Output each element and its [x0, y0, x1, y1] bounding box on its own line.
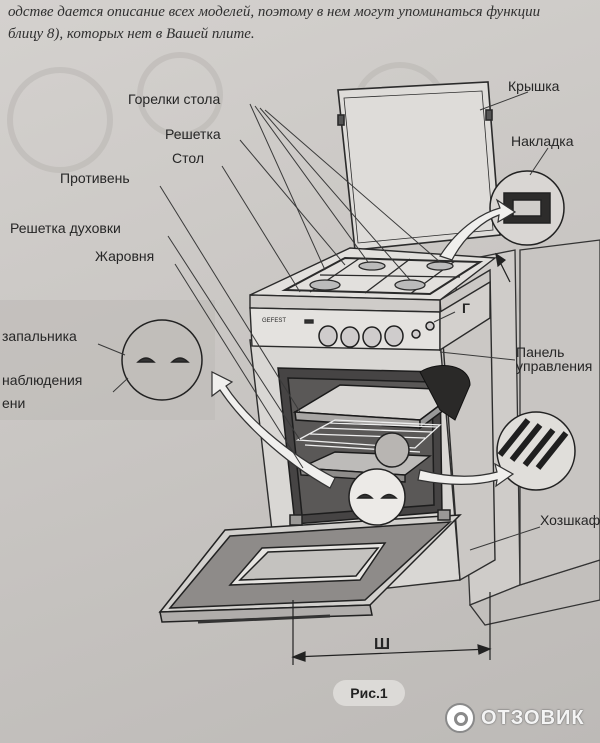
label-panel: Панель	[516, 344, 565, 360]
label-observation-2: ени	[2, 395, 26, 411]
label-oven-grate: Решетка духовки	[10, 220, 121, 236]
brand-mark: GEFEST	[262, 318, 287, 324]
burners-grate	[281, 256, 484, 296]
label-igniter: запальника	[2, 328, 77, 344]
oven-door	[158, 509, 462, 623]
label-table: Стол	[172, 150, 205, 166]
label-roaster: Жаровня	[95, 248, 155, 264]
oven-door-handle	[197, 614, 331, 624]
label-burners: Горелки стола	[128, 91, 221, 107]
width-dimension	[291, 592, 492, 665]
label-cover-plate: Накладка	[511, 133, 574, 149]
header-line-1: одстве дается описание всех моделей, поэ…	[8, 4, 541, 20]
detail-circle-igniter	[121, 319, 203, 401]
label-grate: Решетка	[165, 126, 221, 142]
watermark: ОТЗОВИК	[445, 703, 585, 733]
figure-caption: Рис.1	[333, 680, 405, 706]
label-width: Ш	[374, 636, 391, 653]
label-cabinet: Хозшкаф	[540, 512, 600, 528]
label-panel-2: управления	[516, 358, 593, 374]
detail-circle-rails	[374, 411, 576, 491]
watermark-text: ОТЗОВИК	[481, 706, 585, 729]
oven-top-shadow	[419, 365, 471, 421]
control-knobs	[318, 321, 435, 348]
watermark-logo-icon	[445, 703, 475, 733]
label-g-mark: Г	[462, 300, 470, 316]
header-line-2: блицу 8), которых нет в Вашей плите.	[8, 26, 255, 42]
depth-dimension	[495, 252, 511, 283]
control-panel	[249, 280, 491, 352]
detail-circle-observation	[348, 468, 406, 526]
leader-lines	[97, 91, 549, 551]
label-observation: наблюдения	[2, 372, 83, 388]
label-lid: Крышка	[508, 78, 560, 94]
label-tray: Противень	[60, 170, 130, 186]
